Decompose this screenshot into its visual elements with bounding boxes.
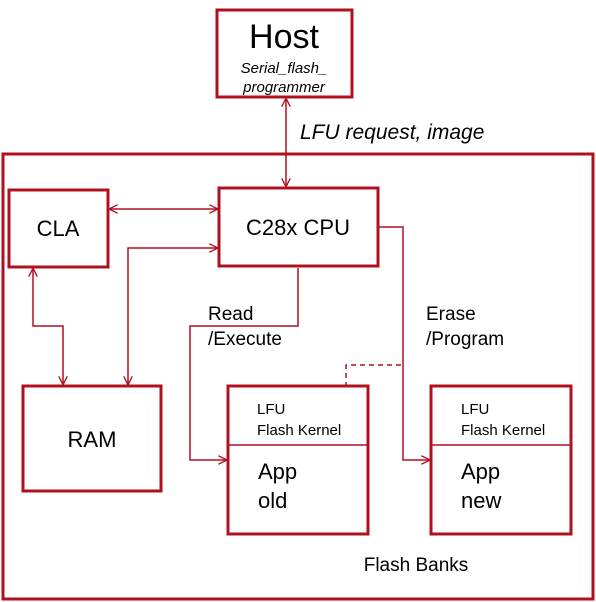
read-label-line1: Read	[208, 304, 253, 325]
host-box: Host Serial_flash_ programmer	[215, 8, 354, 99]
cla-label: CLA	[37, 216, 80, 241]
bank-new-kernel-line1: LFU	[461, 401, 489, 418]
device-frame	[1, 152, 595, 601]
erase-label-line2: /Program	[426, 329, 504, 350]
bank-old-app-line2: old	[258, 488, 287, 513]
ram-cpu-arrow	[128, 248, 217, 384]
host-link-label: LFU request, image	[300, 121, 484, 144]
ram-box: RAM	[21, 384, 163, 493]
cpu-bank-old-arrow	[189, 268, 299, 460]
host-subtitle-line1: Serial_flash_	[241, 60, 328, 77]
cla-box: CLA	[7, 188, 110, 269]
bank-old-kernel-line2: Flash Kernel	[257, 422, 341, 439]
erase-label-line1: Erase	[426, 304, 476, 325]
cpu-box: C28x CPU	[217, 186, 380, 268]
ram-label: RAM	[68, 427, 117, 452]
bank-new-kernel-line2: Flash Kernel	[461, 422, 545, 439]
read-label-line2: /Execute	[208, 329, 282, 350]
cpu-bank-new-arrow	[379, 226, 429, 460]
cpu-label: C28x CPU	[246, 215, 350, 240]
flash-bank-old: LFU Flash Kernel App old	[226, 384, 370, 536]
bank-old-app-line1: App	[258, 459, 297, 484]
bank-new-app-line1: App	[461, 459, 500, 484]
flash-banks-label: Flash Banks	[364, 555, 469, 576]
cla-ram-arrow	[33, 269, 63, 384]
bank-new-app-line2: new	[461, 488, 501, 513]
flash-bank-new: LFU Flash Kernel App new	[429, 384, 573, 536]
bank-old-kernel-line1: LFU	[257, 401, 285, 418]
host-title: Host	[249, 18, 319, 56]
host-subtitle-line2: programmer	[242, 79, 326, 96]
